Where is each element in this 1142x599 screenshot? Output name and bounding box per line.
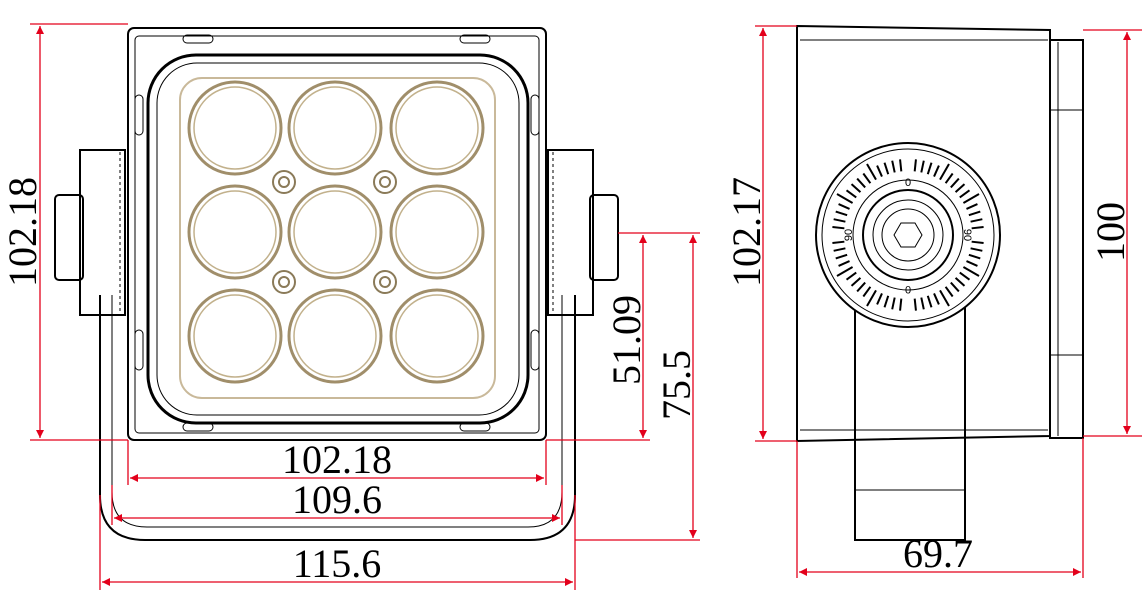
led-lens <box>389 184 485 280</box>
front-bezel <box>146 53 530 425</box>
dial-tick <box>850 183 862 193</box>
dial-tick <box>838 203 850 210</box>
dial-tick <box>966 260 978 267</box>
front-dimensions: 102.18 102.18 109.6 115.6 51.09 75.5 <box>0 23 700 590</box>
dial-tick <box>876 165 883 177</box>
led-lens <box>187 288 283 384</box>
tilt-angle-dial: 0 90 90 0 <box>815 142 1001 328</box>
dial-tick <box>920 297 925 310</box>
front-view <box>54 27 619 541</box>
pivot-to-bracket-label: 51.09 <box>604 295 649 385</box>
dial-tick <box>962 266 980 277</box>
led-lens <box>287 184 383 280</box>
led-lens <box>389 80 485 176</box>
dial-tick <box>835 210 848 217</box>
dial-tick <box>968 210 981 217</box>
dial-tick <box>959 189 971 199</box>
dial-tick <box>883 162 890 175</box>
dial-tick <box>944 286 954 298</box>
hex-bolt <box>893 222 923 248</box>
dial-tick <box>939 163 950 181</box>
dial-label-right: 90 <box>961 229 973 241</box>
dial-tick <box>835 253 848 260</box>
led-lens <box>287 288 383 384</box>
dial-tick <box>832 240 845 244</box>
dial-tick <box>971 240 984 244</box>
dial-tick <box>933 293 940 305</box>
led-lens <box>187 184 283 280</box>
dial-tick <box>856 281 866 293</box>
dial-tick <box>926 295 933 308</box>
front-face-height-label: 100 <box>1088 202 1133 262</box>
dial-tick <box>891 297 896 310</box>
dial-tick <box>876 293 883 305</box>
dial-tick <box>833 218 846 223</box>
dial-tick <box>944 172 954 184</box>
dial-label-top: 0 <box>905 177 911 189</box>
dial-tick <box>913 159 917 172</box>
bracket-outer-width-label: 115.6 <box>293 541 382 586</box>
dial-tick <box>862 286 872 298</box>
depth-label: 69.7 <box>903 531 973 576</box>
dial-tick <box>836 193 854 204</box>
dial-tick <box>856 177 866 189</box>
side-dimensions: 102.17 100 69.7 <box>724 25 1142 578</box>
dial-tick <box>968 253 981 260</box>
right-pivot-knob <box>547 149 619 316</box>
dial-label-left: 90 <box>843 229 855 241</box>
left-pivot-knob <box>54 149 126 316</box>
bracket-inner-width-label: 109.6 <box>292 477 382 522</box>
dial-tick <box>845 189 857 199</box>
dial-label-bottom: 0 <box>905 283 911 295</box>
housing-body <box>127 27 547 441</box>
dial-tick <box>883 295 890 308</box>
dial-tick <box>959 271 971 281</box>
led-lens-array <box>187 80 485 384</box>
dial-tick <box>920 160 925 173</box>
dial-tick <box>866 163 877 181</box>
pivot-to-bottom-label: 75.5 <box>654 350 699 420</box>
side-bracket-arm <box>854 299 966 541</box>
led-lens <box>187 80 283 176</box>
dial-tick <box>939 289 950 307</box>
dial-tick <box>933 165 940 177</box>
dial-tick <box>838 260 850 267</box>
dial-tick <box>970 247 983 252</box>
dial-tick <box>836 266 854 277</box>
led-lens <box>287 80 383 176</box>
dial-tick <box>962 193 980 204</box>
dial-tick <box>899 159 903 172</box>
dial-tick <box>971 226 984 230</box>
side-view: 0 90 90 0 <box>796 24 1084 541</box>
dial-tick <box>966 203 978 210</box>
dial-tick <box>891 160 896 173</box>
dial-tick <box>833 247 846 252</box>
dial-tick <box>845 271 857 281</box>
dial-tick <box>926 162 933 175</box>
screw-holes <box>272 170 397 294</box>
dial-tick <box>866 289 877 307</box>
dial-tick <box>832 226 845 230</box>
dial-tick <box>899 298 903 311</box>
dial-tick <box>862 172 872 184</box>
dial-tick <box>913 298 917 311</box>
side-front-lip <box>1049 39 1084 439</box>
dial-tick <box>850 277 862 287</box>
mounting-bracket <box>99 295 576 541</box>
dial-tick <box>970 218 983 223</box>
dial-tick <box>950 177 960 189</box>
dial-tick <box>954 183 966 193</box>
side-height-label: 102.17 <box>724 177 769 287</box>
dial-tick <box>950 281 960 293</box>
dial-tick <box>954 277 966 287</box>
front-height-label: 102.18 <box>0 177 45 287</box>
led-lens <box>389 288 485 384</box>
front-width-label: 102.18 <box>282 437 392 482</box>
